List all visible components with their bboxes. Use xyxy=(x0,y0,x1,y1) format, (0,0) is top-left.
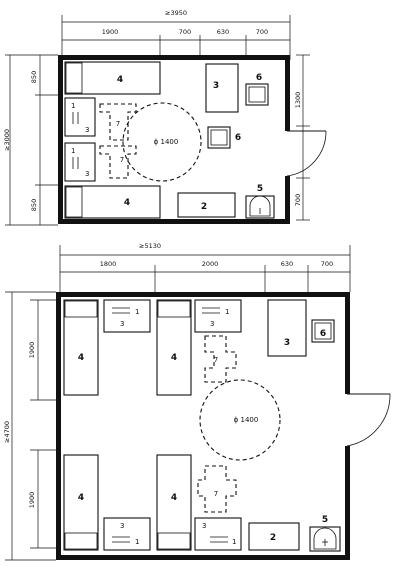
svg-text:7: 7 xyxy=(214,356,218,364)
bottom-plan-door xyxy=(346,393,391,447)
svg-text:3: 3 xyxy=(202,522,206,530)
svg-text:1: 1 xyxy=(71,102,75,110)
bottom-plan-bed-bottom-left: 4 xyxy=(63,454,99,551)
svg-text:5: 5 xyxy=(257,184,263,194)
top-plan-chair-6-top: 6 xyxy=(245,73,269,106)
top-plan-dimensions-right: 1300 700 xyxy=(294,54,310,221)
top-plan-seg-4: 700 xyxy=(256,28,268,36)
top-plan-right-seg-1: 1300 xyxy=(294,92,302,109)
svg-text:3: 3 xyxy=(284,338,290,348)
bottom-plan-dashed-chair-bottom: 7 xyxy=(197,465,237,513)
svg-text:1: 1 xyxy=(135,308,139,316)
svg-text:6: 6 xyxy=(256,73,262,83)
svg-text:ϕ 1400: ϕ 1400 xyxy=(154,138,179,146)
top-plan-walls xyxy=(58,55,290,224)
bottom-plan-overall-width: ≥5130 xyxy=(139,242,161,250)
top-plan-dimensions-top: ≥3950 1900 700 630 700 xyxy=(61,9,291,60)
bottom-plan-walls xyxy=(56,292,350,560)
bottom-plan-sink: 5 xyxy=(309,515,341,552)
top-plan-nightstand-a: 1 3 xyxy=(64,97,96,137)
bottom-plan-bed-bottom-middle: 4 xyxy=(156,454,192,551)
svg-text:6: 6 xyxy=(235,133,241,143)
svg-text:4: 4 xyxy=(171,353,177,363)
svg-text:6: 6 xyxy=(320,329,326,339)
bottom-plan-nightstand-top-left: 1 3 xyxy=(103,299,151,333)
top-plan-overall-width: ≥3950 xyxy=(165,9,187,17)
svg-text:2: 2 xyxy=(270,533,276,543)
top-plan-seg-3: 630 xyxy=(217,28,229,36)
bottom-plan-turning-circle: ϕ 1400 xyxy=(199,379,281,461)
top-plan-chair-6-mid: 6 xyxy=(207,126,241,149)
bottom-plan-seg-4: 700 xyxy=(321,260,333,268)
bottom-plan-wardrobe: 3 xyxy=(267,299,307,357)
top-plan-bed-bottom: 4 xyxy=(64,185,161,219)
top-plan-turning-circle: ϕ 1400 xyxy=(122,102,202,182)
top-plan-seg-2: 700 xyxy=(179,28,191,36)
svg-text:5: 5 xyxy=(322,515,328,525)
top-plan-overall-height: ≥3000 xyxy=(3,129,11,151)
svg-text:3: 3 xyxy=(120,522,124,530)
bottom-plan-bed-top-middle: 4 xyxy=(156,299,192,396)
svg-text:7: 7 xyxy=(214,490,218,498)
bottom-plan-nightstand-bottom-middle: 3 1 xyxy=(194,517,242,551)
svg-text:ϕ 1400: ϕ 1400 xyxy=(234,416,259,424)
top-plan-dashed-chair-b: 7 xyxy=(99,145,137,179)
bottom-plan-left-seg-1: 1900 xyxy=(28,342,36,359)
svg-text:1: 1 xyxy=(225,308,229,316)
svg-text:3: 3 xyxy=(85,126,89,134)
top-plan-left-seg-2: 850 xyxy=(30,199,38,211)
bottom-plan-seg-1: 1800 xyxy=(100,260,117,268)
svg-text:7: 7 xyxy=(120,156,124,164)
svg-text:1: 1 xyxy=(71,147,75,155)
plan-bottom: ≥5130 1800 2000 630 700 ≥4700 1900 1900 xyxy=(3,242,391,561)
bottom-plan-nightstand-top-middle: 1 3 xyxy=(194,299,242,333)
svg-text:4: 4 xyxy=(171,493,177,503)
svg-text:4: 4 xyxy=(117,75,123,85)
bottom-plan-dashed-chair-top: 7 xyxy=(204,335,237,383)
bottom-plan-nightstand-bottom-left: 3 1 xyxy=(103,517,151,551)
svg-text:1: 1 xyxy=(135,538,139,546)
svg-text:3: 3 xyxy=(213,81,219,91)
top-plan-left-seg-1: 850 xyxy=(30,71,38,83)
svg-text:4: 4 xyxy=(124,198,130,208)
top-plan-right-seg-2: 700 xyxy=(294,194,302,206)
svg-text:4: 4 xyxy=(78,493,84,503)
bottom-plan-chair-6: 6 xyxy=(311,319,335,343)
bottom-plan-dimensions-top: ≥5130 1800 2000 630 700 xyxy=(59,242,351,292)
svg-text:4: 4 xyxy=(78,353,84,363)
top-plan-dashed-chair-a: 7 xyxy=(99,103,137,141)
bottom-plan-bed-top-left: 4 xyxy=(63,299,99,396)
top-plan-sink: 5 xyxy=(245,184,275,219)
svg-text:2: 2 xyxy=(201,202,207,212)
top-plan-door xyxy=(286,130,327,177)
top-plan-table: 2 xyxy=(177,192,236,218)
svg-text:7: 7 xyxy=(116,120,120,128)
top-plan-dimensions-left: ≥3000 850 850 xyxy=(3,54,58,226)
top-plan-seg-1: 1900 xyxy=(102,28,119,36)
bottom-plan-table: 2 xyxy=(248,522,300,551)
top-plan-bed-top: 4 xyxy=(64,61,161,95)
bottom-plan-left-seg-2: 1900 xyxy=(28,492,36,509)
top-plan-nightstand-b: 1 3 xyxy=(64,142,96,182)
bottom-plan-dimensions-left: ≥4700 1900 1900 xyxy=(3,291,56,561)
svg-text:3: 3 xyxy=(210,320,214,328)
bottom-plan-overall-height: ≥4700 xyxy=(3,421,11,443)
svg-text:1: 1 xyxy=(232,538,236,546)
svg-text:3: 3 xyxy=(120,320,124,328)
bottom-plan-seg-2: 2000 xyxy=(202,260,219,268)
bottom-plan-seg-3: 630 xyxy=(281,260,293,268)
top-plan-wardrobe: 3 xyxy=(205,63,239,113)
svg-text:3: 3 xyxy=(85,170,89,178)
plan-top: ≥3950 1900 700 630 700 ≥3000 850 850 xyxy=(3,9,327,226)
